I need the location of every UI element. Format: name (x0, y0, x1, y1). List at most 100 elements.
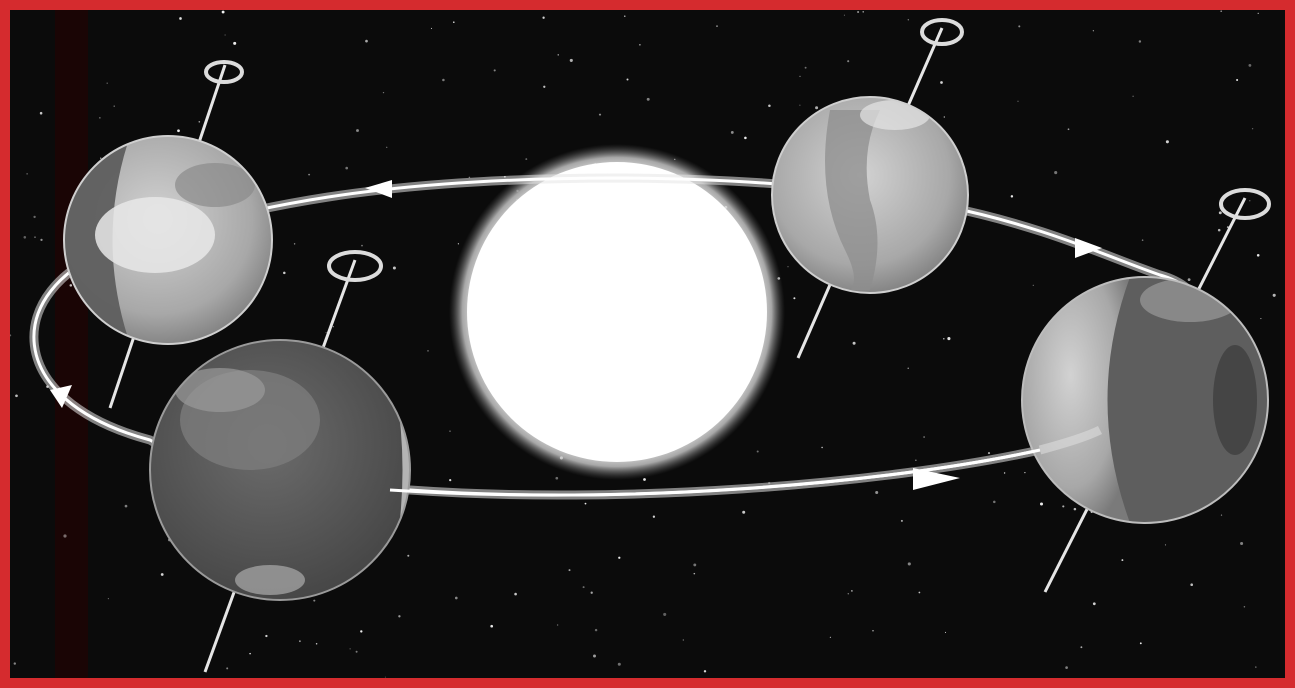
star (768, 105, 771, 108)
star (70, 284, 73, 287)
star (326, 332, 327, 333)
star (919, 592, 921, 594)
star (427, 350, 428, 351)
star (1273, 294, 1276, 297)
star (1040, 502, 1043, 505)
star (815, 106, 818, 109)
star (558, 54, 559, 55)
star (114, 105, 115, 106)
star (757, 450, 759, 452)
star (233, 42, 236, 45)
star (1257, 254, 1260, 257)
star (799, 76, 800, 77)
star (333, 326, 334, 327)
star (945, 632, 946, 633)
star (360, 630, 362, 632)
star (947, 337, 950, 340)
star (222, 11, 225, 14)
star (514, 593, 517, 596)
star (490, 625, 493, 628)
star (595, 629, 597, 631)
star (1165, 544, 1166, 545)
star (40, 112, 43, 115)
star (599, 114, 601, 116)
star (555, 477, 558, 480)
star (1240, 542, 1243, 545)
star (1260, 318, 1261, 319)
star (1121, 559, 1123, 561)
star (585, 503, 587, 505)
star (1024, 472, 1025, 473)
star (350, 648, 351, 649)
star (265, 635, 267, 637)
star (693, 563, 696, 566)
star (525, 158, 527, 160)
star (1218, 229, 1221, 232)
star (1093, 30, 1094, 31)
star (494, 69, 496, 71)
star (313, 600, 315, 602)
star (639, 44, 641, 46)
star (988, 452, 990, 454)
star (570, 59, 573, 62)
star (1244, 606, 1246, 608)
star (458, 243, 459, 244)
star (453, 21, 455, 23)
star (624, 16, 625, 17)
star (944, 116, 945, 117)
star (283, 272, 286, 275)
star (225, 34, 226, 35)
star (787, 266, 788, 267)
star (365, 40, 368, 43)
star (1018, 25, 1020, 27)
star (299, 640, 301, 642)
star (569, 569, 571, 571)
star (1054, 171, 1057, 174)
star (1011, 195, 1013, 197)
star (821, 447, 822, 448)
star (1252, 128, 1253, 129)
star (847, 60, 849, 62)
star (33, 216, 35, 218)
star (356, 651, 358, 653)
star (1249, 200, 1250, 201)
star (161, 573, 164, 576)
star (853, 342, 856, 345)
star (226, 667, 228, 669)
star (643, 478, 646, 481)
star (1062, 505, 1064, 507)
star (694, 573, 696, 575)
star (1142, 239, 1144, 241)
star (361, 245, 363, 247)
star (915, 460, 916, 461)
star (626, 78, 628, 80)
star (455, 597, 458, 600)
star (449, 479, 451, 481)
star (442, 79, 445, 82)
star (1068, 128, 1070, 130)
star (356, 129, 359, 132)
star (316, 643, 318, 645)
star (742, 511, 745, 514)
star (593, 655, 596, 658)
star (199, 121, 201, 123)
star (63, 534, 66, 537)
star (872, 630, 873, 631)
star (908, 368, 909, 369)
star (557, 624, 558, 625)
star (1190, 583, 1193, 586)
star (923, 436, 925, 438)
star (431, 28, 432, 29)
star (542, 17, 544, 19)
star (1140, 642, 1142, 644)
star (583, 586, 585, 588)
star (1004, 472, 1005, 473)
star (993, 501, 996, 504)
star (449, 431, 450, 432)
star (1221, 514, 1222, 515)
star (799, 105, 800, 106)
star (1080, 646, 1082, 648)
star (1255, 666, 1257, 668)
